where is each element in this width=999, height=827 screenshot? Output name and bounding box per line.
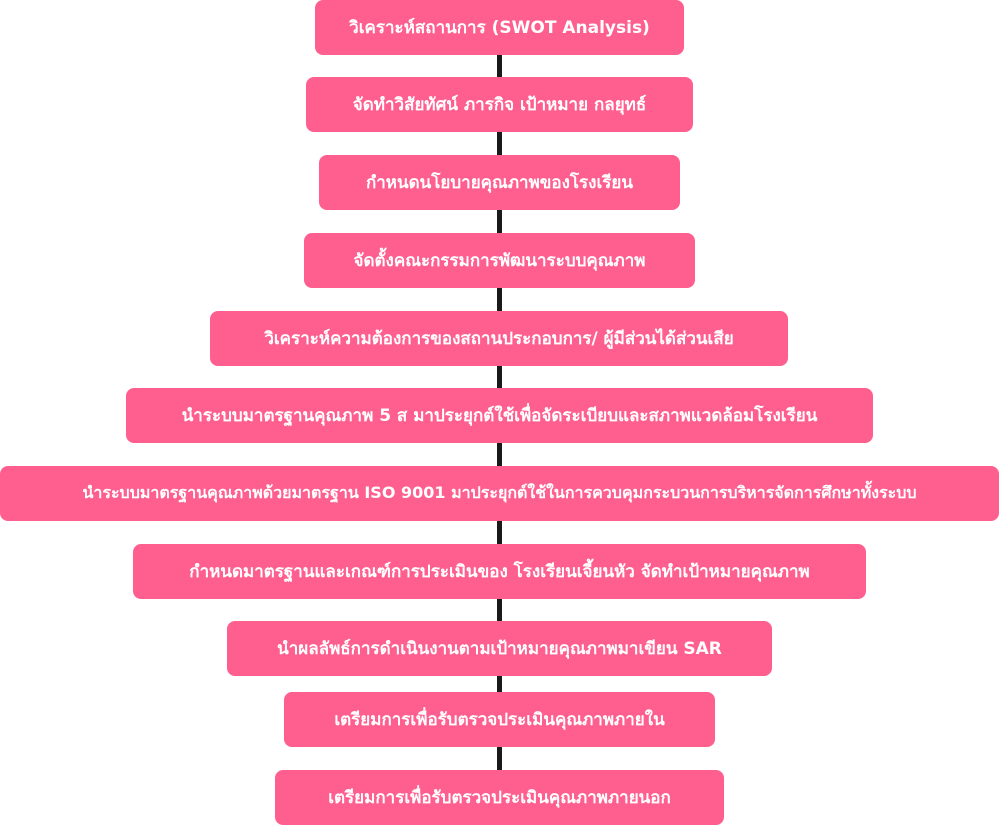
step-write-sar: นำผลลัพธ์การดำเนินงานตามเป้าหมายคุณภาพมา… bbox=[227, 621, 772, 676]
step-label: วิเคราะห์สถานการ (SWOT Analysis) bbox=[349, 18, 650, 38]
step-assessment-criteria: กำหนดมาตรฐานและเกณฑ์การประเมินของ โรงเรี… bbox=[133, 544, 866, 599]
step-stakeholder-needs: วิเคราะห์ความต้องการของสถานประกอบการ/ ผู… bbox=[210, 311, 788, 366]
step-label: เตรียมการเพื่อรับตรวจประเมินคุณภาพภายใน bbox=[334, 710, 665, 730]
step-vision-mission-goals: จัดทำวิสัยทัศน์ ภารกิจ เป้าหมาย กลยุทธ์ bbox=[306, 77, 693, 132]
step-label: นำระบบมาตรฐานคุณภาพด้วยมาตรฐาน ISO 9001 … bbox=[82, 483, 917, 502]
step-quality-policy: กำหนดนโยบายคุณภาพของโรงเรียน bbox=[319, 155, 680, 210]
step-label: กำหนดมาตรฐานและเกณฑ์การประเมินของ โรงเรี… bbox=[189, 562, 810, 582]
step-label: นำผลลัพธ์การดำเนินงานตามเป้าหมายคุณภาพมา… bbox=[277, 639, 722, 659]
step-quality-committee: จัดตั้งคณะกรรมการพัฒนาระบบคุณภาพ bbox=[304, 233, 695, 288]
step-iso-9001: นำระบบมาตรฐานคุณภาพด้วยมาตรฐาน ISO 9001 … bbox=[0, 466, 999, 521]
step-label: เตรียมการเพื่อรับตรวจประเมินคุณภาพภายนอก bbox=[328, 788, 671, 808]
step-label: วิเคราะห์ความต้องการของสถานประกอบการ/ ผู… bbox=[264, 329, 734, 349]
step-label: จัดทำวิสัยทัศน์ ภารกิจ เป้าหมาย กลยุทธ์ bbox=[352, 95, 647, 115]
step-label: กำหนดนโยบายคุณภาพของโรงเรียน bbox=[365, 173, 634, 193]
step-external-assessment: เตรียมการเพื่อรับตรวจประเมินคุณภาพภายนอก bbox=[275, 770, 724, 825]
step-swot-analysis: วิเคราะห์สถานการ (SWOT Analysis) bbox=[315, 0, 684, 55]
step-label: นำระบบมาตรฐานคุณภาพ 5 ส มาประยุกต์ใช้เพื… bbox=[181, 406, 818, 426]
step-5s-standard: นำระบบมาตรฐานคุณภาพ 5 ส มาประยุกต์ใช้เพื… bbox=[126, 388, 873, 443]
step-internal-assessment: เตรียมการเพื่อรับตรวจประเมินคุณภาพภายใน bbox=[284, 692, 715, 747]
step-label: จัดตั้งคณะกรรมการพัฒนาระบบคุณภาพ bbox=[353, 251, 646, 271]
